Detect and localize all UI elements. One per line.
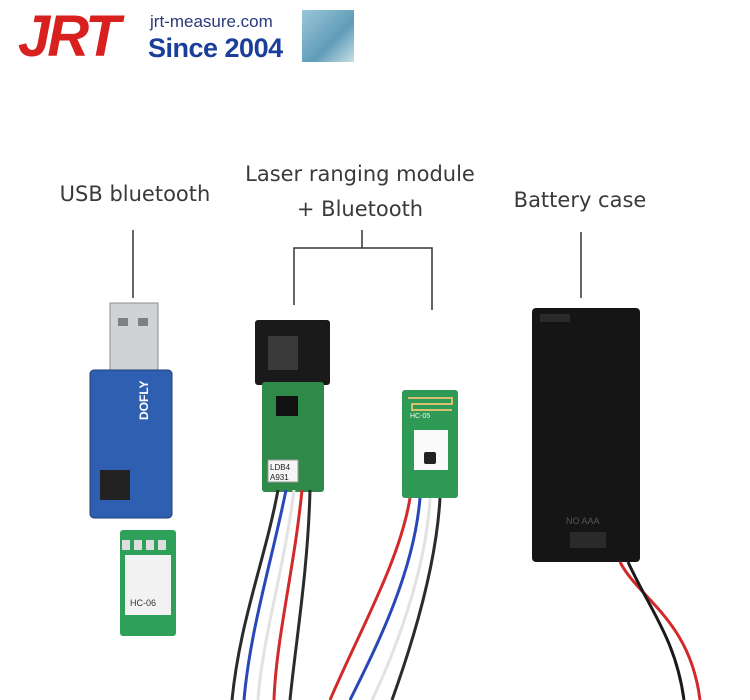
label-battery-case: Battery case	[513, 188, 647, 212]
label-laser-bluetooth: + Bluetooth	[296, 197, 424, 221]
battery-marking: NO AAA	[566, 516, 600, 526]
usb-dongle: DOFLY HC-06	[89, 302, 176, 636]
hc-module-label: HC-06	[130, 598, 156, 608]
hc-module-small-label: HC-05	[410, 413, 430, 420]
label-usb-bluetooth: USB bluetooth	[59, 182, 211, 206]
usb-board-brand: DOFLY	[137, 380, 151, 420]
logo-photo-icon	[302, 10, 354, 62]
wires	[230, 489, 702, 700]
brand-since: Since 2004	[148, 33, 283, 63]
bluetooth-board: HC-05	[402, 390, 458, 498]
laser-sticker-2: A931	[270, 473, 289, 482]
label-laser-module: Laser ranging module	[245, 162, 475, 186]
brand-url: jrt-measure.com	[150, 12, 273, 31]
laser-sticker	[267, 459, 299, 483]
laser-module: LDB4 A931	[255, 320, 330, 492]
leader-lines	[132, 230, 582, 310]
brand-logo: JRT	[18, 4, 121, 69]
laser-sticker-1: LDB4	[270, 463, 291, 472]
battery-case: NO AAA	[532, 308, 640, 562]
